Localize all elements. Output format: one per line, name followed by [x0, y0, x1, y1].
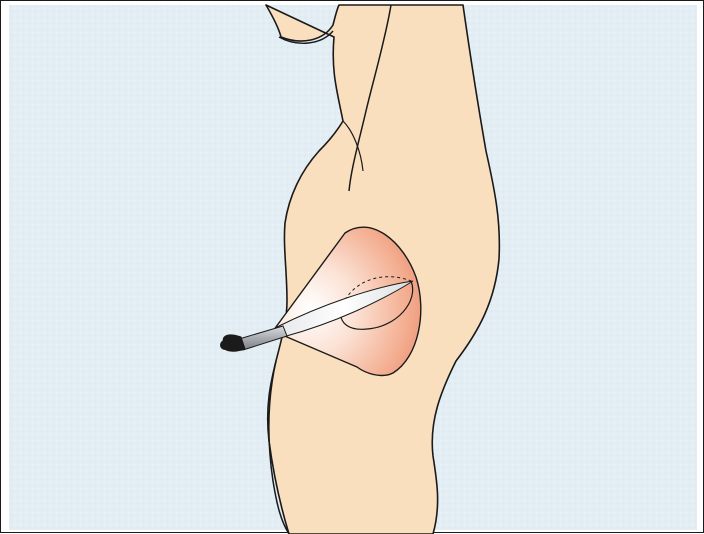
probe-tip [220, 340, 230, 350]
